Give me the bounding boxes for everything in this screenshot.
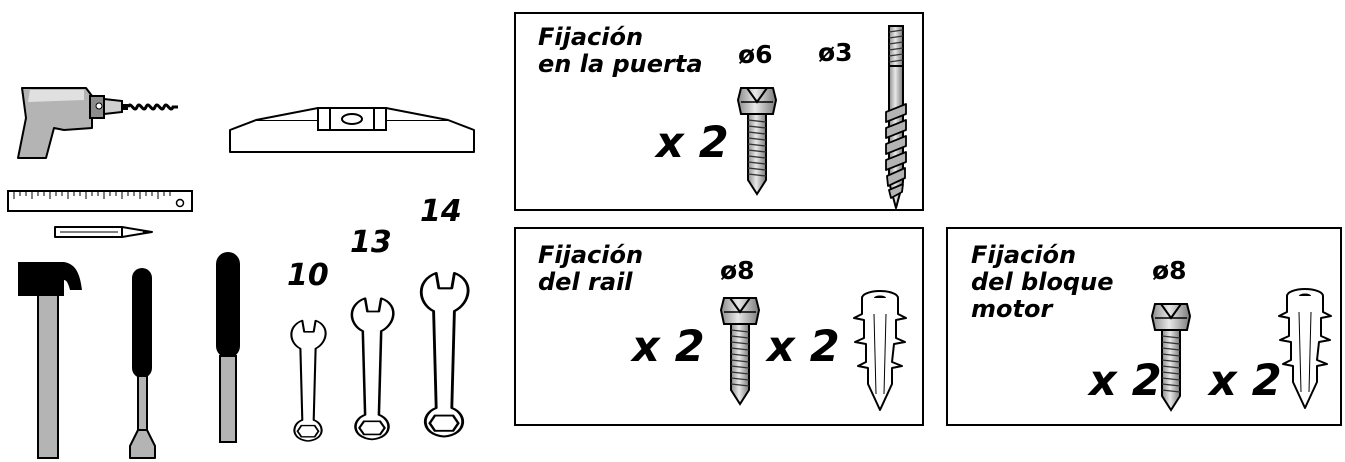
screw-diameter-label: ø8: [720, 256, 755, 285]
rail-panel-title-line1: Fijación: [538, 241, 644, 269]
screw-quantity-label: x 2: [1089, 356, 1162, 406]
wrench-icon: [350, 297, 395, 441]
rail-fixing-panel: [514, 227, 924, 426]
screw-diameter-label: ø8: [1152, 256, 1187, 285]
door-panel-title-line1: Fijación: [538, 23, 644, 51]
door-panel-title-line2: en la puerta: [538, 50, 703, 78]
wrench-size-label: 14: [420, 194, 462, 229]
wrench-icon: [419, 271, 470, 438]
door-fixing-panel: [514, 12, 924, 211]
motor-panel-title-line1: Fijación: [971, 241, 1077, 269]
screw-quantity-label: x 2: [632, 322, 705, 372]
motor-panel-title-line3: motor: [971, 295, 1053, 323]
wrench-size-label: 10: [287, 258, 329, 293]
screw-diameter-label: ø6: [738, 40, 773, 69]
screwdriver-icon: [216, 252, 240, 443]
motor-panel-title: Fijación del bloque motor: [971, 242, 1113, 323]
rail-panel-title: Fijación del rail: [538, 242, 643, 296]
wrench-size-label: 13: [350, 225, 392, 260]
wood-screw-icon: [885, 25, 907, 209]
plug-quantity-label: x 2: [767, 322, 840, 372]
screwdriver-icon: [129, 268, 156, 459]
door-panel-title: Fijación en la puerta: [538, 24, 703, 78]
pencil-icon: [54, 226, 153, 238]
plug-quantity-label: x 2: [1209, 356, 1282, 406]
wood-screw-diameter-label: ø3: [818, 38, 853, 67]
wrench-icon: [290, 319, 327, 443]
hammer-icon: [18, 262, 82, 459]
motor-fixing-panel: [946, 227, 1342, 426]
spirit-level-icon: [229, 107, 475, 153]
drill-icon: [17, 87, 178, 159]
motor-panel-title-line2: del bloque: [971, 268, 1114, 296]
ruler-icon: [7, 190, 193, 212]
screw-quantity-label: x 2: [656, 118, 729, 168]
rail-panel-title-line2: del rail: [538, 268, 633, 296]
